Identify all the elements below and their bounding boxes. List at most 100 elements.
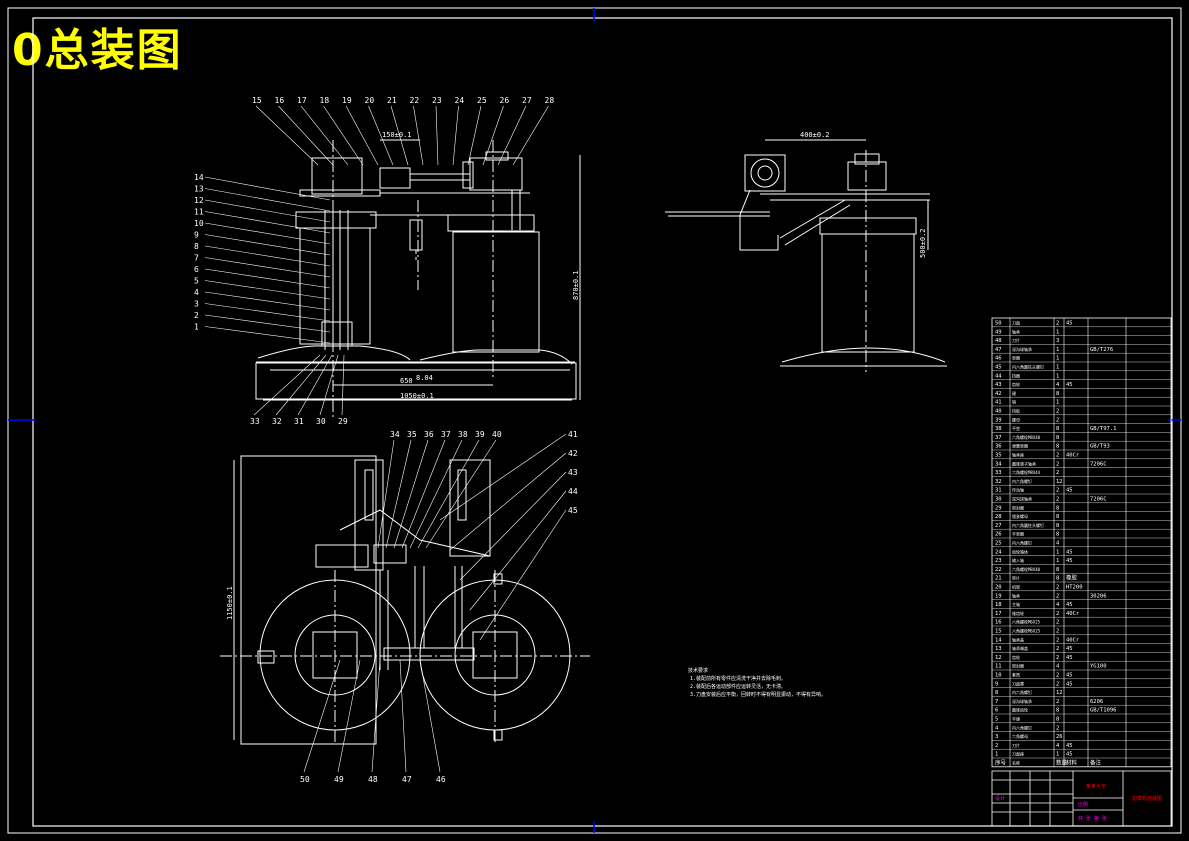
bom-cell: 1 [1056,329,1059,335]
bom-cell: 2 [1056,321,1059,327]
bom-cell: 10 [995,673,1002,679]
bom-cell: 14 [995,637,1002,643]
bom-cell: 12 [1056,690,1063,696]
bom-cell: 36 [995,444,1002,450]
bom-cell: 2 [1056,655,1059,661]
bom-cell: 2 [1056,681,1059,687]
notes-heading: 技术要求 [688,667,708,674]
bom-cell: 密封圈 [1012,504,1024,510]
bom-cell: 套筒 [1012,672,1020,678]
bom-cell: 销 [1012,399,1016,405]
bom-cell: 内六角螺钉 [1012,724,1032,730]
bom-cell: 齿轮 [1012,381,1020,387]
callout-label: 15 [252,96,262,105]
bom-cell: 内六角圆柱头螺钉 [1012,364,1044,370]
bom-cell: 8 [1056,567,1059,573]
bom-cell: 12 [1056,479,1063,485]
bom-cell: 4 [1056,664,1060,670]
bom-cell: 2 [1056,646,1059,652]
callout-label: 22 [410,96,420,105]
bom-cell: GB/T276 [1090,347,1113,353]
bom-cell: 齿轮箱体 [1012,548,1028,554]
callout-label: 41 [568,430,578,439]
bom-cell: 圆锥滚子轴承 [1012,460,1036,466]
bom-cell: 45 [1066,743,1073,749]
bom-cell: 轴承端盖 [1012,645,1028,651]
callout-label: 25 [477,96,487,105]
callout-label: 45 [568,506,578,515]
bom-cell: 8 [1056,523,1059,529]
bom-cell: 37 [995,435,1002,441]
bom-cell: 锁紧螺母 [1012,513,1028,519]
bom-cell: 45 [1066,655,1073,661]
bom-cell: 刀盘罩 [1012,680,1024,686]
bom-cell: 13 [995,646,1002,652]
bom-cell: 8 [1056,426,1059,432]
bom-cell: 15 [995,629,1002,635]
bom-cell: 8 [1056,444,1059,450]
callout-label: 7 [194,254,199,263]
bom-cell: 2 [1056,637,1059,643]
bom-cell: 1 [1056,373,1059,379]
callout-label: 49 [334,775,344,784]
bom-cell: 5 [995,717,998,723]
bom-cell: 2 [1056,620,1059,626]
bom-cell: 刀盘 [1012,320,1020,326]
bom-cell: 45 [1066,382,1073,388]
bom-cell: 22 [995,567,1002,573]
bom-cell: 35 [995,453,1002,459]
callout-label: 46 [436,775,446,784]
bom-cell: 41 [995,400,1002,406]
sheet-label: 共 张 第 张 [1078,815,1107,822]
bom-cell: 19 [995,593,1002,599]
side-dim-texts: 400±0.2 500±0.2 [800,131,927,258]
dim-small: 8.04 [416,374,433,382]
bom-cell: 26 [1056,734,1063,740]
bom-cell: 21 [995,576,1002,582]
callout-label: 4 [194,288,199,297]
bom-cell: 31 [995,488,1002,494]
inner-border [32,17,1173,827]
callout-label: 14 [194,173,204,182]
bom-cell: 40 [995,409,1002,415]
bom-cell: 23 [995,558,1002,564]
bom-cell: 6206 [1090,699,1103,705]
bom-cell: 刀片 [1012,337,1020,343]
school-name: 某某大学 [1086,783,1106,790]
title-block [991,770,1172,827]
bom-cell: 46 [995,356,1002,362]
page-title: 0总装图 [12,25,183,76]
callout-label: 5 [194,277,199,286]
bom-cell: 2 [1056,699,1059,705]
bom-cell: 平垫圈 [1012,531,1024,537]
note-line: 2.装配后各运动部件应运转灵活，无卡滞。 [690,683,786,690]
bom-cell: 内六角螺钉 [1012,689,1032,695]
bom-cell: 深沟球轴承 [1012,346,1032,352]
callout-label: 12 [194,196,204,205]
bom-cell: 32 [995,479,1002,485]
bom-cell: 45 [1066,602,1073,608]
bom-cell: 内六角圆柱头螺钉 [1012,522,1044,528]
bom-cell: 40Cr [1066,611,1080,617]
callout-label: 20 [365,96,375,105]
top-dim-texts: 1150±0.1 [226,586,234,620]
bom-cell: 34 [995,461,1002,467]
bom-cell: 45 [1066,752,1073,758]
scale-label: 比例 [1078,801,1088,808]
bom-cell: 28 [995,514,1002,520]
bom-cell: 轴承盖 [1012,636,1024,642]
bom-cell: 2 [1056,461,1059,467]
bom-cell: 24 [995,549,1002,555]
callout-label: 8 [194,242,199,251]
bom-cell: 2 [1056,629,1059,635]
bom-cell: 20 [995,585,1002,591]
bom-cell: 8 [1056,576,1059,582]
callout-label: 43 [568,468,578,477]
front-dim-texts: 1050±0.1 650 8.04 870±0.1 150±0.1 [382,131,580,400]
bom-cell: 49 [995,329,1002,335]
bom-cell: 2 [1056,470,1059,476]
bom-cell: 50 [995,321,1002,327]
bom-cell: 40Cr [1066,637,1080,643]
